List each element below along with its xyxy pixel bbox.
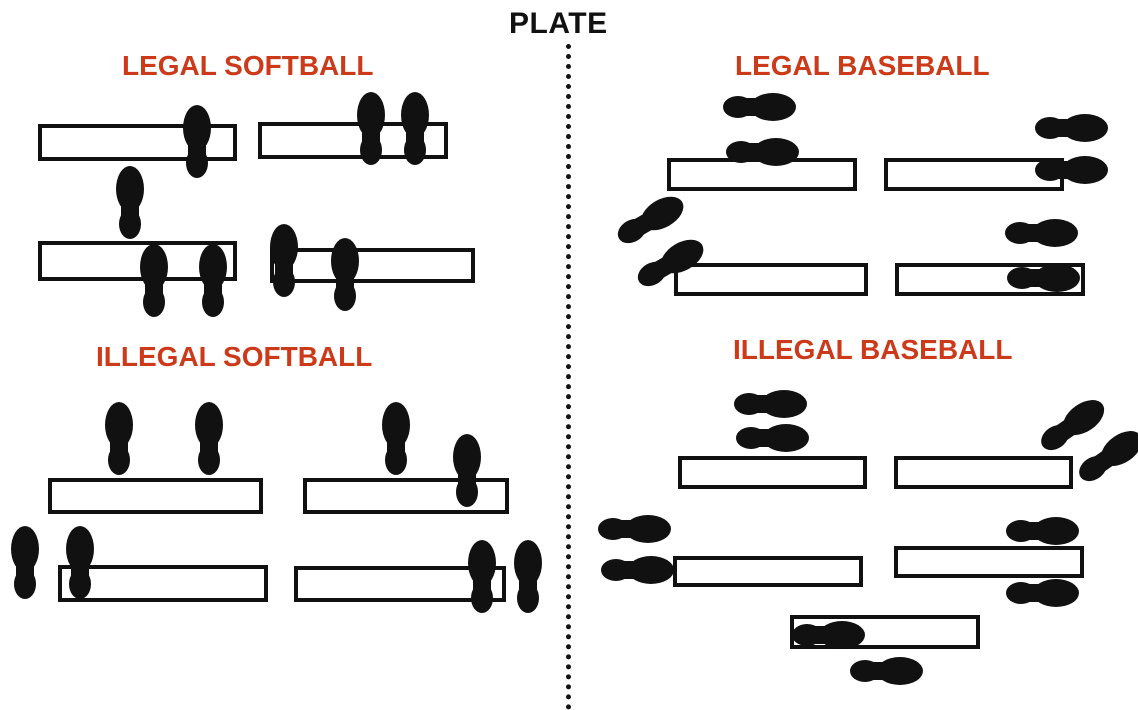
- footprint-icon: [199, 244, 227, 317]
- pitching-rubber: [270, 248, 475, 283]
- pitching-rubber: [674, 263, 868, 296]
- footprint-icon: [453, 434, 481, 507]
- footprint-icon: [331, 238, 359, 311]
- footprint-icon: [1006, 517, 1079, 545]
- footprint-icon: [270, 224, 298, 297]
- pitching-rubber: [894, 456, 1073, 489]
- pitching-rubber: [673, 556, 863, 587]
- footprint-icon: [723, 93, 796, 121]
- footprint-icon: [1007, 264, 1080, 292]
- footprint-icon: [601, 556, 674, 584]
- footprint-icon: [734, 390, 807, 418]
- plate-line: [566, 44, 571, 710]
- plate-label: PLATE: [509, 7, 608, 40]
- footprint-icon: [357, 92, 385, 165]
- footprint-icon: [850, 657, 923, 685]
- footprint-icon: [11, 526, 39, 599]
- footprint-icon: [382, 402, 410, 475]
- pitching-rubber: [894, 546, 1084, 578]
- footprint-icon: [598, 515, 671, 543]
- footprint-icon: [1005, 219, 1078, 247]
- footprint-icon: [183, 105, 211, 178]
- footprint-icon: [514, 540, 542, 613]
- illegal-softball-title: ILLEGAL SOFTBALL: [96, 341, 373, 372]
- footprint-icon: [726, 138, 799, 166]
- footprint-icon: [736, 424, 809, 452]
- footprint-icon: [1006, 579, 1079, 607]
- pitching-rubber: [667, 158, 857, 191]
- footprint-icon: [195, 402, 223, 475]
- footprint-icon: [468, 540, 496, 613]
- footprint-icon: [637, 239, 704, 287]
- footprint-icon: [1041, 400, 1105, 451]
- footprint-icon: [116, 166, 144, 239]
- footprint-icon: [617, 196, 684, 244]
- legal-baseball-title: LEGAL BASEBALL: [735, 50, 990, 81]
- legal-softball-title: LEGAL SOFTBALL: [122, 50, 374, 81]
- illegal-baseball-title: ILLEGAL BASEBALL: [733, 334, 1013, 365]
- pitching-rubber: [678, 456, 867, 489]
- footprint-icon: [792, 621, 865, 649]
- footprint-icon: [105, 402, 133, 475]
- pitching-rubber: [48, 478, 263, 514]
- footprint-icon: [401, 92, 429, 165]
- footprint-icon: [1035, 114, 1108, 142]
- footprint-icon: [1079, 431, 1138, 482]
- footprint-icon: [140, 244, 168, 317]
- pitching-rubber: [58, 565, 268, 602]
- footprint-icon: [1035, 156, 1108, 184]
- footprint-icon: [66, 526, 94, 599]
